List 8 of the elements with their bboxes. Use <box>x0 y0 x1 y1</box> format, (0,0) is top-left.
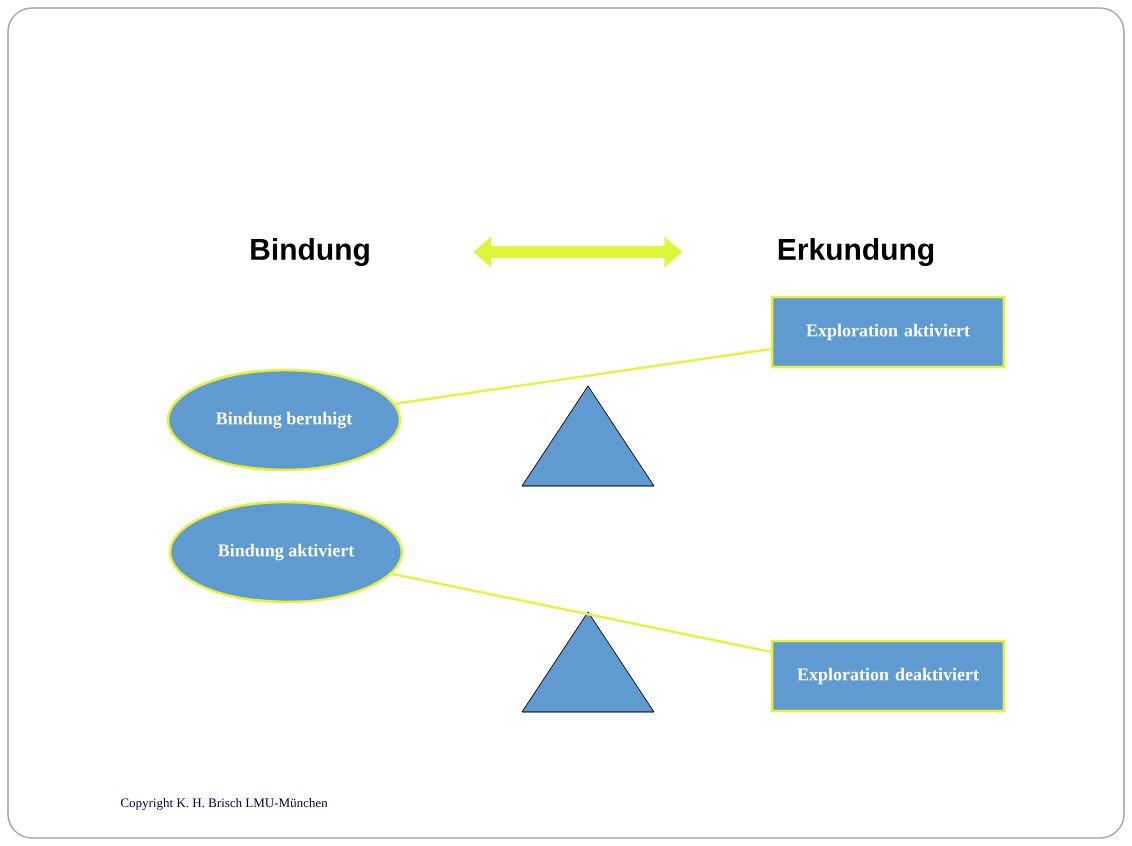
heading-text: Erkundung <box>778 237 934 267</box>
oval-node: Bindung beruhigt <box>166 368 402 472</box>
connector-line <box>395 347 771 405</box>
heading-text: Bindung <box>251 237 369 267</box>
connector-line <box>391 572 771 654</box>
process-box: Exploration aktiviert <box>770 295 1006 369</box>
process-box: Exploration deaktiviert <box>770 639 1006 713</box>
oval-node: Bindung aktiviert <box>168 500 404 604</box>
